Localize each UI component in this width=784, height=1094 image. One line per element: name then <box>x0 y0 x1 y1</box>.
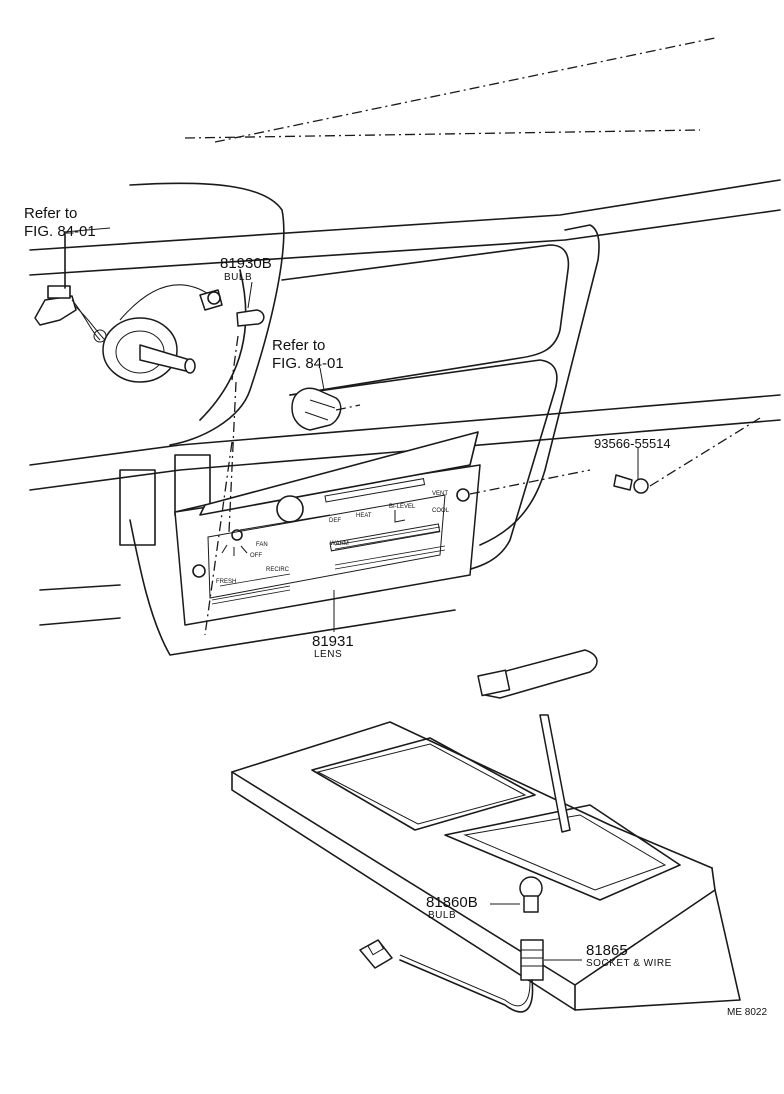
refer-mid-line1: Refer to <box>272 337 325 354</box>
callout-socket: 81865 SOCKET & WIRE <box>586 942 672 969</box>
callout-bulb-81930b: 81930B BULB <box>220 255 272 283</box>
callout-bolt: 93566-55514 <box>594 436 671 451</box>
bulb-81860b <box>519 876 543 913</box>
panel-label-def: DEF <box>329 518 341 524</box>
part-number-81865: 81865 <box>586 942 628 959</box>
callout-bulb-81860b: 81860B BULB <box>426 894 478 921</box>
callout-refer-mid: Refer to FIG. 84-01 <box>272 337 344 372</box>
refer-left-line1: Refer to <box>24 205 77 222</box>
callout-refer-left: Refer to FIG. 84-01 <box>24 205 96 240</box>
part-number-81860b: 81860B <box>426 894 478 911</box>
screw-93566 <box>613 474 649 494</box>
panel-label-fresh: FRESH <box>216 579 236 585</box>
panel-label-vent: VENT <box>432 491 448 497</box>
guide-lines <box>204 335 761 636</box>
heater-control-panel: FAN DEF HEAT BI-LEVEL VENT WARM COOL OFF… <box>174 431 481 626</box>
panel-label-cool: COOL <box>432 508 450 514</box>
part-desc-81865: SOCKET & WIRE <box>586 958 672 969</box>
panel-slider-hatching <box>211 526 446 605</box>
panel-label-bi-level: BI-LEVEL <box>389 504 416 510</box>
part-desc-81860b: BULB <box>428 910 456 921</box>
panel-label-heat: HEAT <box>356 513 372 519</box>
part-number-81930b: 81930B <box>220 255 272 272</box>
panel-label-fan: FAN <box>256 542 268 548</box>
bulb-81930b <box>236 309 265 327</box>
leader-lines <box>63 227 639 961</box>
refer-mid-line2: FIG. 84-01 <box>272 355 344 372</box>
figure-code: ME 8022 <box>727 1007 767 1018</box>
part-number-81931: 81931 <box>312 633 354 650</box>
panel-label-off: OFF <box>250 553 262 559</box>
socket-81865 <box>359 939 544 1013</box>
part-number-93566: 93566-55514 <box>594 436 671 451</box>
dashboard-outline <box>29 37 781 656</box>
floor-console <box>231 649 741 1011</box>
control-knob <box>291 387 342 431</box>
part-desc-81930b: BULB <box>224 272 252 283</box>
blower-switch-assembly <box>34 231 223 383</box>
refer-left-line2: FIG. 84-01 <box>24 223 96 240</box>
panel-label-warm: WARM <box>330 541 349 547</box>
panel-label-recirc: RECIRC <box>266 567 290 573</box>
part-desc-81931: LENS <box>314 649 342 660</box>
callout-lens: 81931 LENS <box>312 633 354 660</box>
